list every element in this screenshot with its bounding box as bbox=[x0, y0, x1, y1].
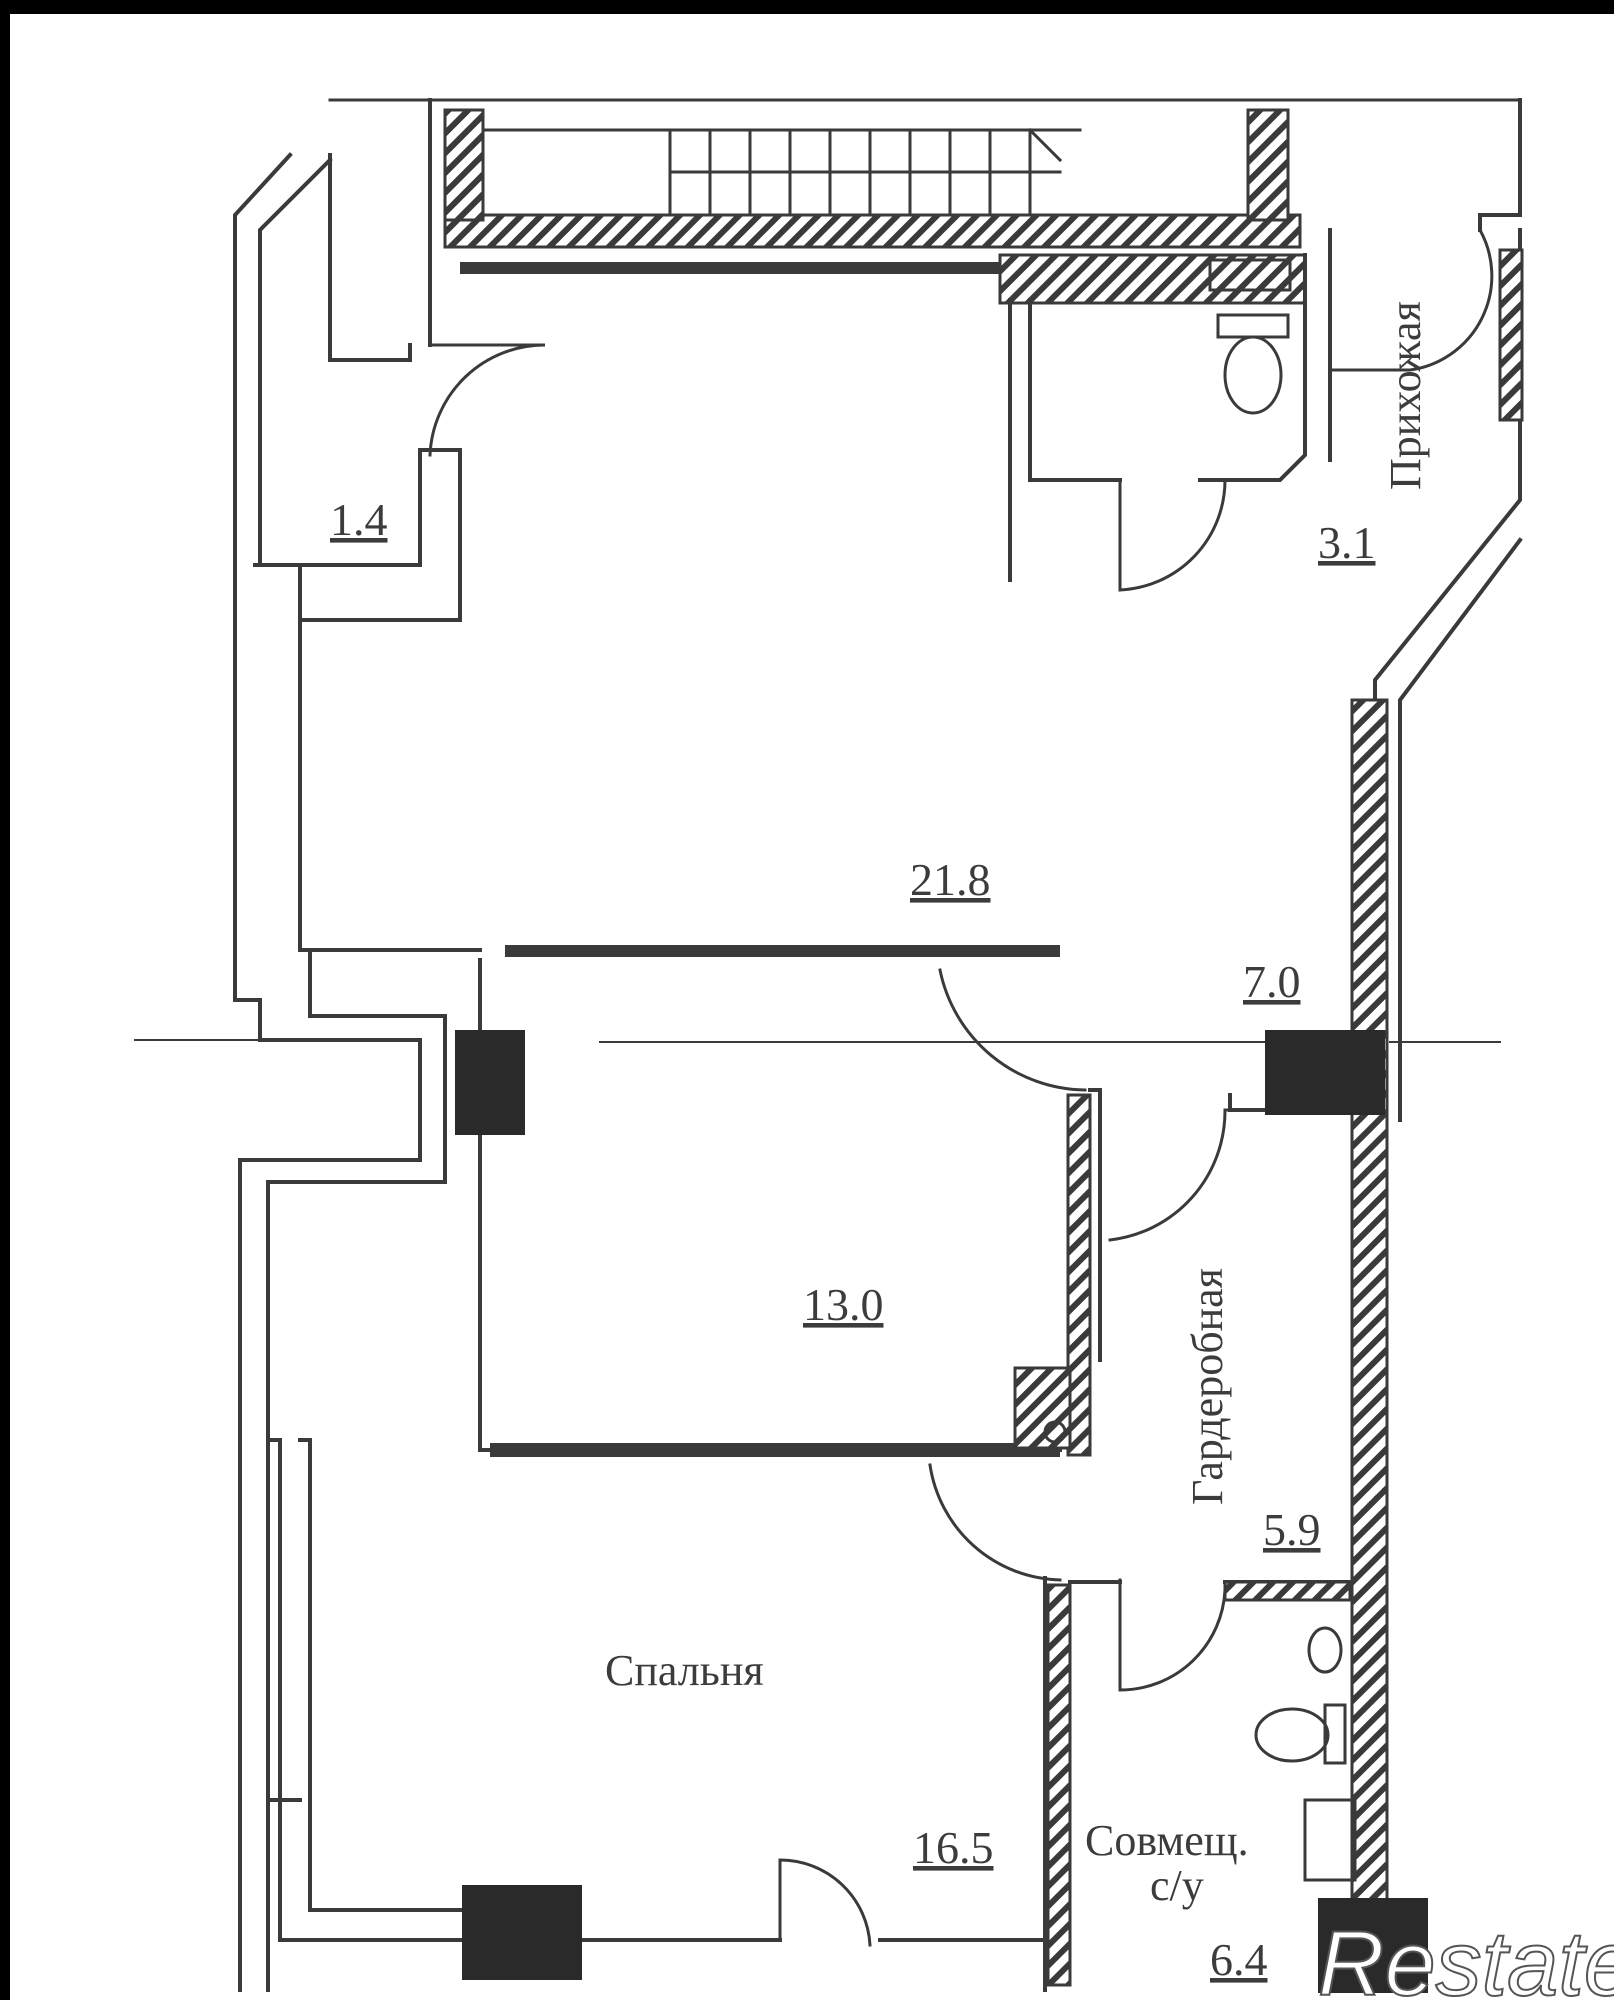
wall-bath2-left bbox=[1046, 1583, 1072, 1987]
wall-top-solid bbox=[460, 262, 1000, 274]
wall-top-hatched bbox=[443, 213, 1302, 249]
column-left bbox=[455, 1030, 525, 1135]
wardrobe-name-label: Гардеробная bbox=[1183, 1268, 1232, 1505]
wardrobe-area-label: 5.9 bbox=[1263, 1504, 1321, 1555]
hallway-area-label: 3.1 bbox=[1318, 517, 1376, 568]
storage-area-label: 1.4 bbox=[330, 494, 388, 545]
door-swings bbox=[428, 227, 1494, 1947]
top-frame bbox=[0, 0, 1614, 14]
living-area-label: 21.8 bbox=[910, 854, 991, 905]
toilet2-tank bbox=[1323, 1703, 1347, 1765]
wall-room-right bbox=[1066, 1093, 1092, 1457]
walls bbox=[134, 98, 1524, 1992]
bedroom-area-label: 16.5 bbox=[913, 1822, 994, 1873]
vent-shaft bbox=[1013, 1366, 1072, 1450]
wall-stair-right bbox=[1246, 108, 1290, 222]
column-bottom-right bbox=[1318, 1898, 1428, 1993]
shower bbox=[1303, 1798, 1357, 1882]
hallway-name-label: Прихожая bbox=[1381, 301, 1430, 490]
watermark-logo: Restate bbox=[1318, 1913, 1614, 2000]
wall-right-hatched-upper bbox=[1498, 248, 1524, 422]
wall-right-hatched bbox=[1350, 698, 1389, 1912]
sink2 bbox=[1307, 1626, 1343, 1674]
room-area-label: 13.0 bbox=[803, 1279, 884, 1330]
wall-room-bottom bbox=[490, 1443, 1060, 1457]
left-frame bbox=[0, 0, 10, 2000]
bathroom-name-line1: Совмещ. bbox=[1085, 1816, 1249, 1865]
bathroom-name-line2: с/у bbox=[1150, 1861, 1204, 1910]
wall-living-room bbox=[505, 945, 1060, 957]
column-right bbox=[1265, 1030, 1385, 1115]
toilet-bowl bbox=[1223, 335, 1283, 415]
bedroom-name-label: Спальня bbox=[605, 1646, 764, 1695]
toilet-tank bbox=[1216, 313, 1290, 339]
wall-bath-top bbox=[998, 253, 1307, 305]
bathroom-area-label: 6.4 bbox=[1210, 1934, 1268, 1985]
toilet2-bowl bbox=[1254, 1707, 1330, 1763]
stairwell bbox=[328, 98, 1522, 217]
wall-stair-left bbox=[443, 108, 485, 222]
sink bbox=[1208, 258, 1292, 292]
column-bottom bbox=[462, 1885, 582, 1980]
wall-bath2-top bbox=[1223, 1580, 1352, 1602]
corridor-area-label: 7.0 bbox=[1243, 956, 1301, 1007]
